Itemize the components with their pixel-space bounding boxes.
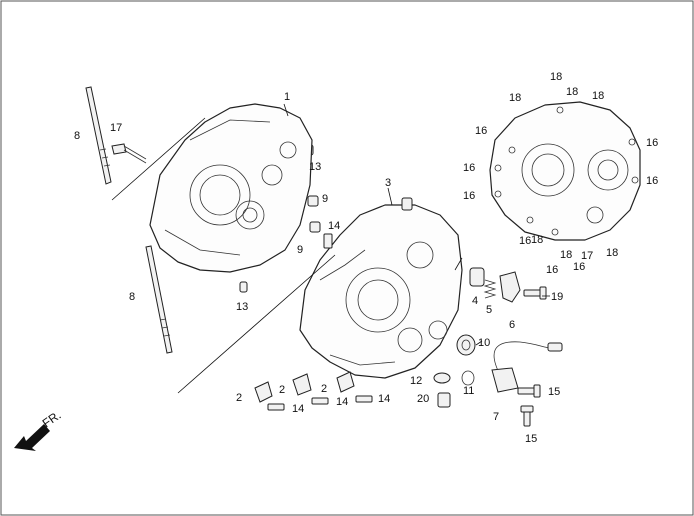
bolt-20: [437, 392, 451, 408]
front-direction-arrow: FR.: [14, 408, 64, 451]
bolt-19: [523, 286, 547, 300]
callout-4: 4: [472, 295, 478, 307]
clamp-9: [307, 195, 321, 233]
callout-11: 11: [463, 385, 474, 397]
bolt-14-c: [355, 395, 373, 403]
bolt-15-upper: [517, 384, 541, 398]
bolt-14-d: [323, 233, 333, 249]
plate-6: [499, 271, 521, 303]
callout-17-right: 17: [581, 250, 593, 262]
callout-2-center: 2: [279, 384, 285, 396]
crankcase-cover-right: [489, 101, 641, 241]
callout-16-b: 16: [463, 162, 475, 174]
clamp-2-left: [254, 381, 273, 403]
bolt-15-lower: [520, 405, 534, 427]
callout-14-c: 14: [378, 393, 390, 405]
bolt-14-b: [311, 397, 329, 405]
callout-16-c: 16: [463, 190, 475, 202]
o-ring-11: [461, 370, 475, 386]
callout-9-lower: 9: [297, 244, 303, 256]
callout-19: 19: [551, 291, 563, 303]
bolt-14-a: [267, 403, 285, 411]
leader-lines: [111, 103, 550, 394]
clamp-2-center: [292, 373, 312, 396]
callout-14-b: 14: [336, 396, 348, 408]
callout-13-upper: 13: [309, 161, 321, 173]
callout-16-d: 16: [519, 235, 531, 247]
callout-18-c: 18: [566, 86, 578, 98]
dowel-pin-13-lower: [239, 281, 248, 293]
stud-bolt-lower: [145, 245, 173, 354]
callout-7: 7: [493, 411, 499, 423]
left-crankcase-half: [149, 103, 313, 273]
callout-17-left: 17: [110, 122, 122, 134]
callout-5: 5: [486, 304, 492, 316]
callout-18-d: 18: [592, 90, 604, 102]
spring-5: [483, 279, 497, 299]
callout-16-g: 16: [646, 175, 658, 187]
callout-18-e: 18: [531, 234, 543, 246]
callout-10: 10: [478, 337, 490, 349]
callout-12: 12: [410, 375, 422, 387]
callout-14-upper: 14: [328, 220, 340, 232]
right-crankcase-half: [299, 197, 463, 379]
callout-14-a: 14: [292, 403, 304, 415]
clamp-2-right: [336, 371, 355, 393]
callout-13-lower: 13: [236, 301, 248, 313]
callout-16-f: 16: [646, 137, 658, 149]
callout-20: 20: [417, 393, 429, 405]
callout-2-right: 2: [321, 383, 327, 395]
callout-3: 3: [385, 177, 391, 189]
callout-16-a: 16: [475, 125, 487, 137]
callout-18-g: 18: [606, 247, 618, 259]
bolt-17-left: [111, 143, 147, 164]
oil-seal-4: [469, 267, 485, 287]
callout-18-b: 18: [509, 92, 521, 104]
callout-6: 6: [509, 319, 515, 331]
callout-9-upper: 9: [322, 193, 328, 205]
callout-8-upper: 8: [74, 130, 80, 142]
callout-16-h: 16: [573, 261, 585, 273]
callout-8-lower: 8: [129, 291, 135, 303]
callout-18-f: 18: [560, 249, 572, 261]
callout-15-lower: 15: [525, 433, 537, 445]
callout-1: 1: [284, 91, 290, 103]
callout-2-left: 2: [236, 392, 242, 404]
callout-15-upper: 15: [548, 386, 560, 398]
callout-18-a: 18: [550, 71, 562, 83]
drain-plug-12: [433, 372, 451, 384]
oil-seal-10: [456, 334, 476, 356]
stud-bolt-upper: [85, 86, 112, 185]
sensor-wire-7: [491, 341, 563, 393]
callout-16-e: 16: [546, 264, 558, 276]
